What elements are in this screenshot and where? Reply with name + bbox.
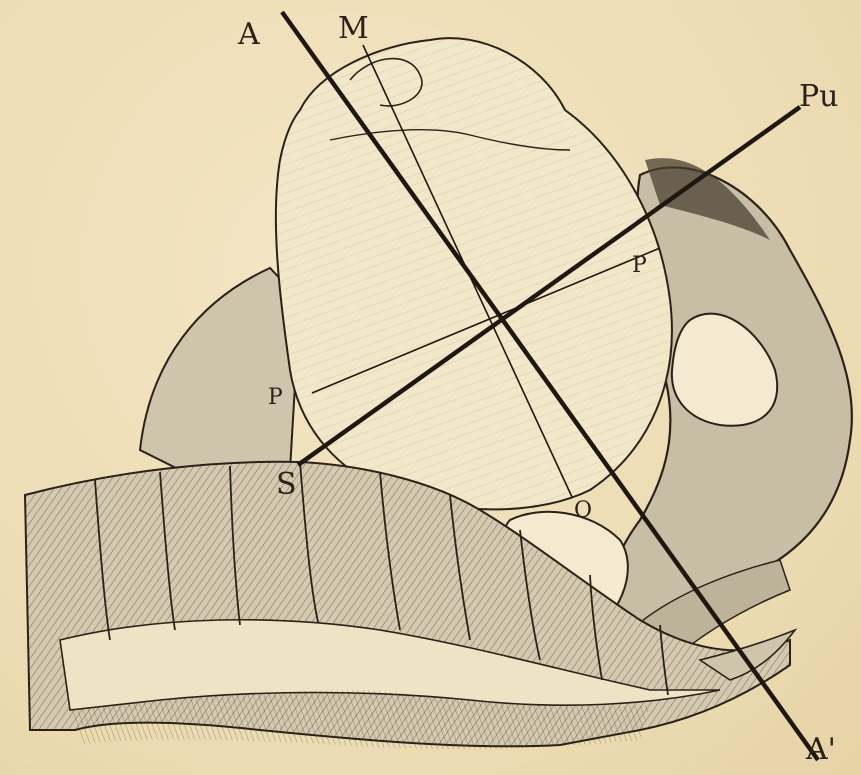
label-S: S <box>276 470 297 500</box>
label-A: A <box>238 20 260 50</box>
label-A-prime: A' <box>806 735 836 765</box>
iliac-wing-left <box>140 268 300 480</box>
label-P-right: P <box>632 255 647 277</box>
label-Pu: Pu <box>799 82 839 112</box>
label-O: O <box>574 500 592 522</box>
label-P-left: P <box>268 387 283 409</box>
label-M: M <box>338 14 369 44</box>
